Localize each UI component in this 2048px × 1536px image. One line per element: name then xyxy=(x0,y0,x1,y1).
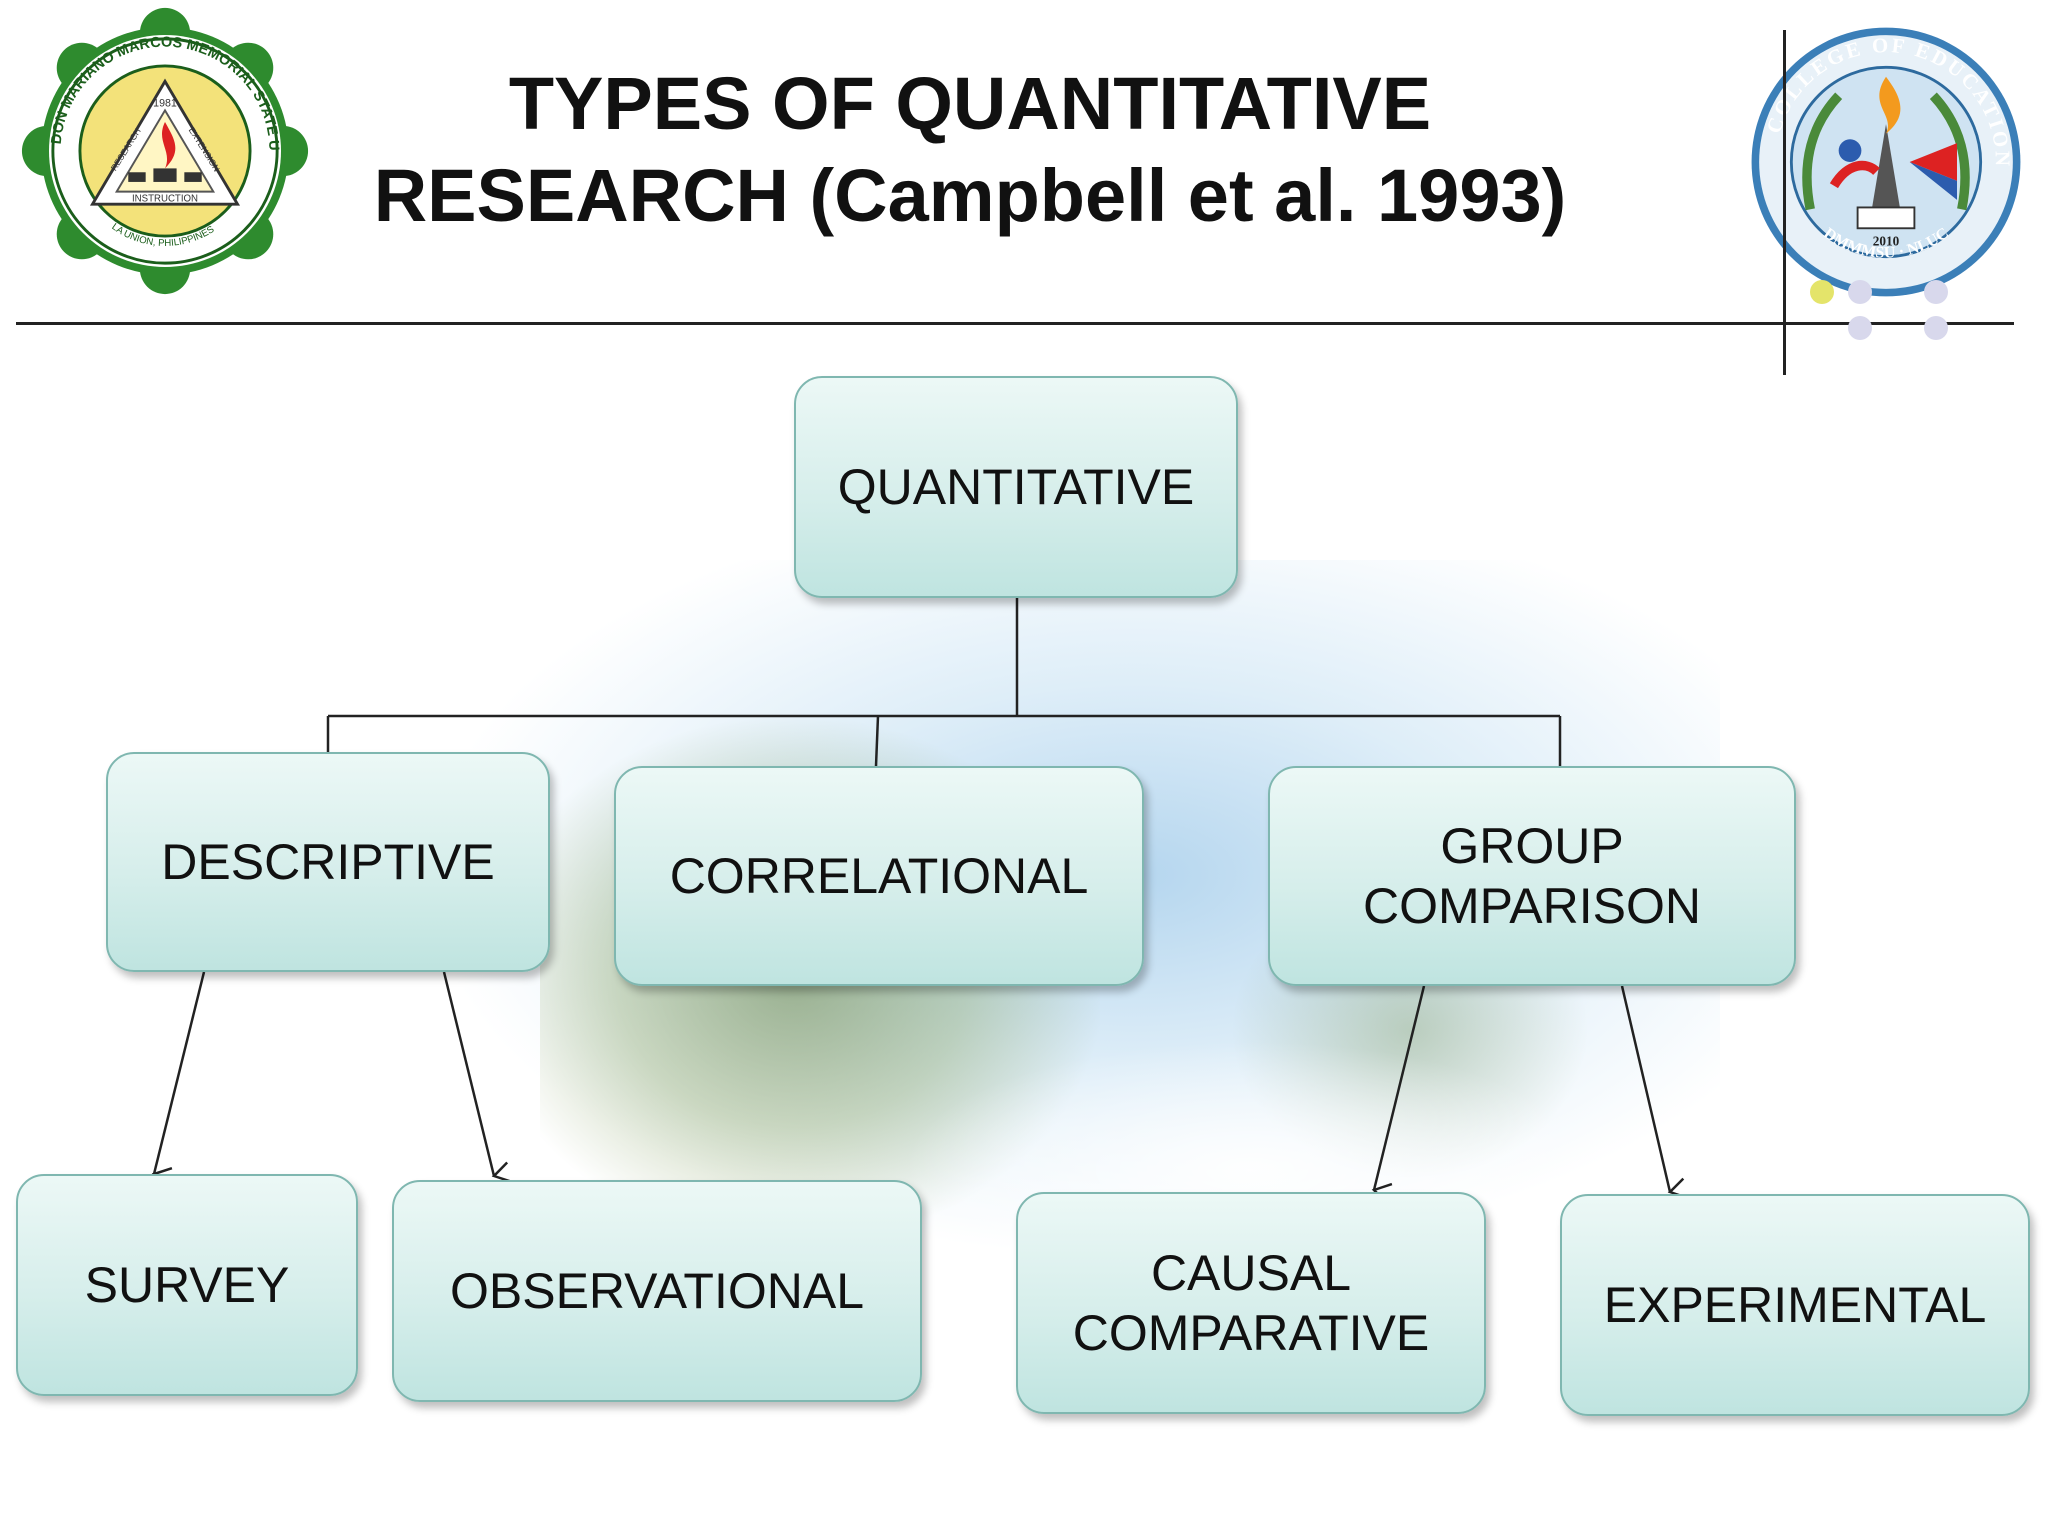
node-label: EXPERIMENTAL xyxy=(1603,1277,1987,1333)
header-divider xyxy=(16,322,2014,325)
node-causal-comparative: CAUSAL COMPARATIVE xyxy=(1016,1192,1486,1414)
node-survey: SURVEY xyxy=(16,1174,358,1396)
node-label: SURVEY xyxy=(84,1257,290,1313)
decor-dot xyxy=(1924,316,1948,340)
title-line-1: TYPES OF QUANTITATIVE xyxy=(508,62,1432,145)
college-seal-logo: COLLEGE OF EDUCATION DMMMSU · NLUC 2010 xyxy=(1751,27,2021,297)
title-line-2: RESEARCH (Campbell et al. 1993) xyxy=(373,154,1567,237)
node-group-comparison: GROUP COMPARISON xyxy=(1268,766,1796,986)
decor-dot xyxy=(1924,280,1948,304)
decor-dot xyxy=(1848,316,1872,340)
slide-title: TYPES OF QUANTITATIVE RESEARCH (Campbell… xyxy=(300,58,1640,242)
node-observational: OBSERVATIONAL xyxy=(392,1180,922,1402)
node-descriptive: DESCRIPTIVE xyxy=(106,752,550,972)
arrow-to-experimental xyxy=(1620,985,1689,1200)
node-label: DESCRIPTIVE xyxy=(161,834,495,890)
node-label: OBSERVATIONAL xyxy=(449,1263,864,1319)
node-label: CAUSAL COMPARATIVE xyxy=(1072,1245,1430,1361)
header-vertical-divider xyxy=(1783,30,1786,375)
node-label: QUANTITATIVE xyxy=(837,459,1195,515)
university-seal-logo: DON MARIANO MARCOS MEMORIAL STATE UNIVER… xyxy=(18,6,309,295)
node-correlational: CORRELATIONAL xyxy=(614,766,1144,986)
decor-dot xyxy=(1810,280,1834,304)
arrow-to-survey xyxy=(151,971,206,1189)
seal-year: 1981 xyxy=(153,98,177,110)
node-experimental: EXPERIMENTAL xyxy=(1560,1194,2030,1416)
node-quantitative: QUANTITATIVE xyxy=(794,376,1238,598)
college-year: 2010 xyxy=(1873,233,1900,248)
connector-correlational xyxy=(874,715,880,767)
arrow-to-causal-comparative xyxy=(1371,985,1426,1205)
node-label: GROUP COMPARISON xyxy=(1363,818,1701,934)
node-label: CORRELATIONAL xyxy=(669,848,1089,904)
arrow-to-observational xyxy=(442,971,513,1184)
decor-dot xyxy=(1848,280,1872,304)
seal-instruction: INSTRUCTION xyxy=(132,193,198,204)
